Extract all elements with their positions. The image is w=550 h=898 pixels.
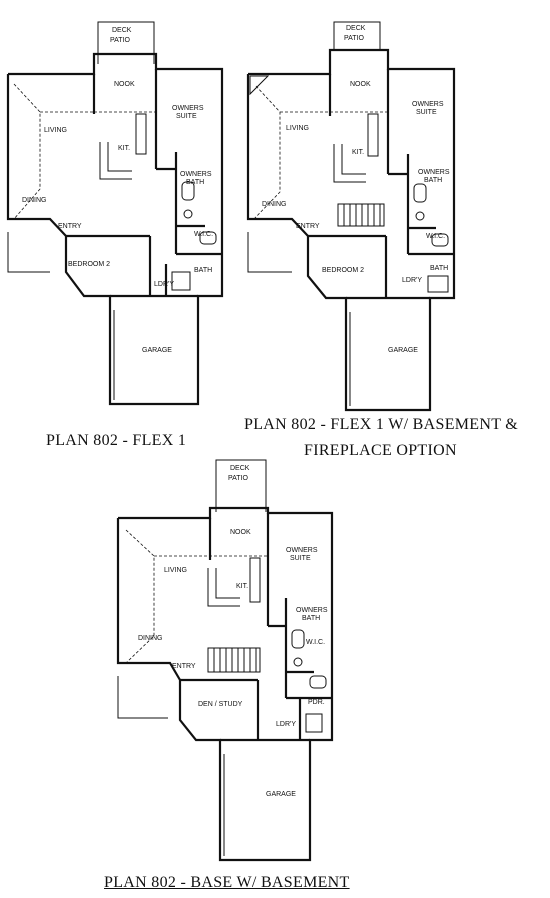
label-bedroom: BEDROOM 2 [322, 267, 364, 274]
label-entry: ENTRY [296, 223, 320, 230]
label-ldry: LDR'Y [276, 721, 296, 728]
label-owners-bath: OWNERS [418, 169, 450, 176]
label-owners-bath: OWNERS [180, 171, 212, 178]
label-living: LIVING [286, 125, 309, 132]
label-dining: DINING [262, 201, 287, 208]
label-wic: W.I.C. [426, 233, 445, 240]
label-deck: DECK [346, 25, 366, 32]
floor-plan-drawing: DECK PATIO NOOK LIVING KIT. OWNERS SUITE… [6, 21, 224, 406]
label-patio: PATIO [110, 37, 131, 44]
label-owners-bath-2: BATH [186, 179, 204, 186]
label-bath: BATH [194, 267, 212, 274]
label-owners-suite-2: SUITE [290, 555, 311, 562]
label-ldry: LDR'Y [154, 281, 174, 288]
label-living: LIVING [164, 567, 187, 574]
floor-plan-flex-1: DECK PATIO NOOK LIVING KIT. OWNERS SUITE… [0, 14, 240, 414]
label-owners-suite-2: SUITE [176, 113, 197, 120]
label-owners-suite: OWNERS [172, 105, 204, 112]
label-kit: KIT. [118, 145, 130, 152]
label-owners-bath: OWNERS [296, 607, 328, 614]
floor-plan-flex-1-basement: DECK PATIO NOOK LIVING KIT. OWNERS SUITE… [240, 14, 470, 414]
label-dining: DINING [22, 197, 47, 204]
label-garage: GARAGE [388, 347, 418, 354]
floor-plan-drawing: DECK PATIO NOOK LIVING KIT. OWNERS SUITE… [116, 459, 334, 862]
label-deck: DECK [230, 465, 250, 472]
floor-plan-drawing: DECK PATIO NOOK LIVING KIT. OWNERS SUITE… [246, 21, 456, 412]
plan-caption-line-1: PLAN 802 - FLEX 1 W/ BASEMENT & [244, 416, 519, 433]
plan-caption-line-2: FIREPLACE OPTION [304, 442, 457, 459]
label-wic: W.I.C. [306, 639, 325, 646]
label-bedroom: BEDROOM 2 [68, 261, 110, 268]
label-kit: KIT. [236, 583, 248, 590]
label-wic: W.I.C. [194, 231, 213, 238]
label-living: LIVING [44, 127, 67, 134]
label-owners-bath-2: BATH [424, 177, 442, 184]
label-garage: GARAGE [142, 347, 172, 354]
label-dining: DINING [138, 635, 163, 642]
label-patio: PATIO [228, 475, 249, 482]
label-owners-suite: OWNERS [412, 101, 444, 108]
plan-caption: PLAN 802 - BASE W/ BASEMENT [104, 874, 350, 891]
label-pdr: PDR. [308, 699, 325, 706]
label-den-study: DEN / STUDY [198, 701, 243, 708]
label-bath: BATH [430, 265, 448, 272]
label-garage: GARAGE [266, 791, 296, 798]
label-ldry: LDR'Y [402, 277, 422, 284]
label-nook: NOOK [230, 529, 251, 536]
label-owners-suite-2: SUITE [416, 109, 437, 116]
label-nook: NOOK [114, 81, 135, 88]
label-kit: KIT. [352, 149, 364, 156]
label-owners-suite: OWNERS [286, 547, 318, 554]
label-patio: PATIO [344, 35, 365, 42]
label-entry: ENTRY [172, 663, 196, 670]
plan-caption: PLAN 802 - FLEX 1 [46, 432, 187, 449]
floor-plan-base-basement: DECK PATIO NOOK LIVING KIT. OWNERS SUITE… [110, 458, 350, 868]
label-entry: ENTRY [58, 223, 82, 230]
label-owners-bath-2: BATH [302, 615, 320, 622]
label-nook: NOOK [350, 81, 371, 88]
label-deck: DECK [112, 27, 132, 34]
